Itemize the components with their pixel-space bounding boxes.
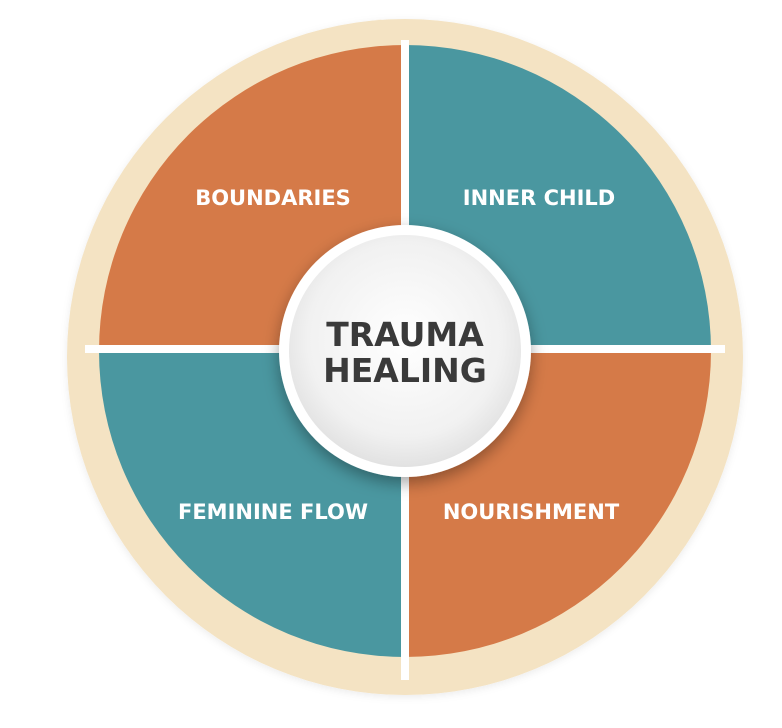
- center-title-line1: TRAUMA: [326, 315, 484, 354]
- center-circle: [289, 235, 521, 467]
- label-boundaries: BOUNDARIES: [195, 186, 351, 210]
- label-inner-child: INNER CHILD: [463, 186, 615, 210]
- center-title-line2: HEALING: [323, 351, 487, 390]
- label-nourishment: NOURISHMENT: [443, 500, 620, 524]
- label-feminine-flow: FEMININE FLOW: [178, 500, 368, 524]
